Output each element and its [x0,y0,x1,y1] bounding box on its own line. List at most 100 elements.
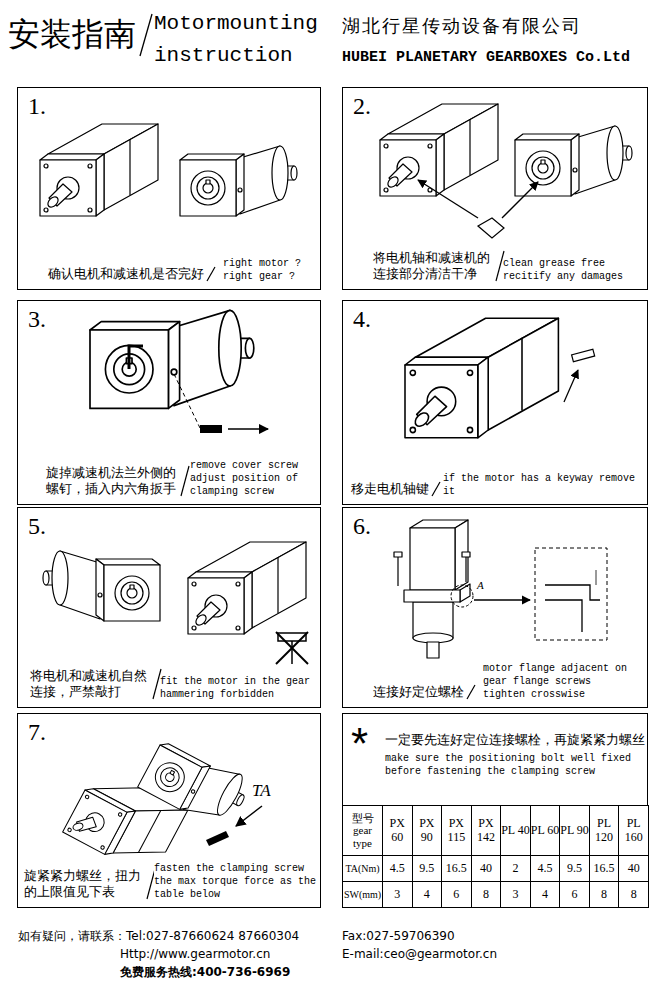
rect-shape [427,642,439,658]
arrow [236,806,262,826]
contact-info: Http://www.gearmotor.cn [120,946,270,962]
motor [40,124,158,216]
detail-circle [451,585,473,607]
torque-label: TA [252,782,271,800]
company-name: 湖北行星传动设备有限公司 [342,14,582,38]
motor [188,542,306,634]
step-panel: 4. 移走电机轴键 if the motor has a keyway remove… [342,300,648,505]
step-number: 2. [353,94,371,118]
table-cell: 8 [589,881,620,908]
cover-screw [200,425,222,433]
caption-slash [207,267,215,281]
step-number: 5. [28,514,46,538]
rect-shape [462,552,470,557]
caption-english: fit the motor in the gear hammering forb… [160,675,318,701]
caption-chinese: 旋紧紧力螺丝，扭力 的上限值见下表 [24,868,144,900]
contact-info: 如有疑问，请联系：Tel:027-87660624 87660304 [18,928,299,944]
table-cell: 3 [382,881,413,908]
step-number: 1. [28,94,46,118]
table-cell: PX 115 [441,805,472,856]
company-name: HUBEI PLANETARY GEARBOXES Co.Ltd [342,48,630,68]
hex-key [129,346,143,369]
table-cell: 4 [412,881,443,908]
caption-chinese: 将电机轴和减速机的 连接部分清洁干净 [373,250,493,282]
detail-mark: A [477,579,484,591]
arrow [474,599,530,600]
step-number: 3. [28,307,46,331]
caption-chinese: 一定要先连好定位连接螺栓，再旋紧紧力螺丝 [385,732,645,748]
step-number: 6. [353,514,371,538]
step-panel: 7. 旋紧紧力螺丝，扭力 的上限值见下表 fasten the clamping s… [17,713,321,908]
table-cell: 4.5 [530,855,561,882]
table-cell: TA(Nm) [342,855,383,882]
arrow [564,370,578,402]
caption-english: if the motor has a keyway remove it [443,472,647,498]
caption-chinese: 确认电机和减速机是否完好 [48,266,204,282]
caption-slash [181,466,189,496]
caption-english: fasten the clamping screw the max torque… [154,862,320,901]
rect-shape [394,552,402,557]
table-cell: PL 120 [589,805,620,856]
line-shape [397,557,398,586]
detail-flange [545,585,600,632]
step-panel: 2. 将电机轴和减速机的 连接部分清洁干净 clean grease free re… [342,87,648,290]
step-number: 7. [28,720,46,744]
table-cell: 4.5 [382,855,413,882]
line-shape [276,632,308,664]
contact-info: 免费服务热线:400-736-6969 [120,964,290,980]
contact-info: E-mail:ceo@gearmotor.cn [342,946,497,962]
gearbox [138,734,254,833]
gearbox [90,310,254,408]
dimension-mark [596,570,597,585]
step-panel: 3.旋掉减速机法兰外侧的 螺钉，插入内六角扳手remove cover scre… [17,300,321,505]
table-cell: PL 60 [530,805,561,856]
table-cell: PL 160 [618,805,649,856]
motor [405,318,558,438]
table-cell: SW(mm) [342,881,383,908]
caption-english: make sure the positioning bolt well fixe… [385,752,643,778]
shaft-key [572,349,595,361]
line-shape [291,641,293,664]
step-number: 4. [353,307,371,331]
table-cell: 9.5 [412,855,443,882]
arrow [228,428,268,430]
cleaning-cloth [478,218,504,238]
table-cell: 9.5 [559,855,590,882]
table-cell: 16.5 [589,855,620,882]
table-cell: 16.5 [441,855,472,882]
gearbox [515,126,632,196]
caption-english: right motor ? right gear ? [223,257,319,283]
vertical-assembly [394,520,470,658]
table-cell: PX 90 [412,805,443,856]
hammer-forbidden [276,632,308,664]
detail-box [535,548,607,640]
line-shape [276,632,308,664]
page-subtitle: Motormounting instruction [154,8,324,72]
gearbox [43,551,160,621]
caption-english: motor flange adjacent on gear flange scr… [483,662,629,701]
table-cell: 40 [471,855,502,882]
arrow [418,180,478,218]
step-panel: 5.将电机和减速机自然 连接，严禁敲打fit the motor in the … [17,507,321,708]
polygon-shape [460,584,470,602]
clamping-screw [206,831,229,846]
caption-chinese: 移走电机轴键 [351,481,429,497]
arrow [502,182,538,218]
table-cell: 8 [471,881,502,908]
table-cell: 3 [500,881,531,908]
table-cell: 6 [441,881,472,908]
step-panel: 1. 确认电机和减速机是否完好 right motor ? right gear ? [17,87,321,290]
table-cell: PL 90 [559,805,590,856]
caption-english: remove cover screw adjust position of cl… [190,459,320,498]
table-cell: 8 [618,881,649,908]
line-shape [465,557,466,582]
rect-shape [410,528,455,590]
contact-info: Fax:027-59706390 [342,928,455,944]
gearbox [180,146,297,216]
caption-english: clean grease free recitify any damages [503,257,643,283]
page-title: 安装指南 [8,14,136,54]
table-cell: 40 [618,855,649,882]
title-slash [140,14,152,56]
caption-slash [432,482,440,496]
